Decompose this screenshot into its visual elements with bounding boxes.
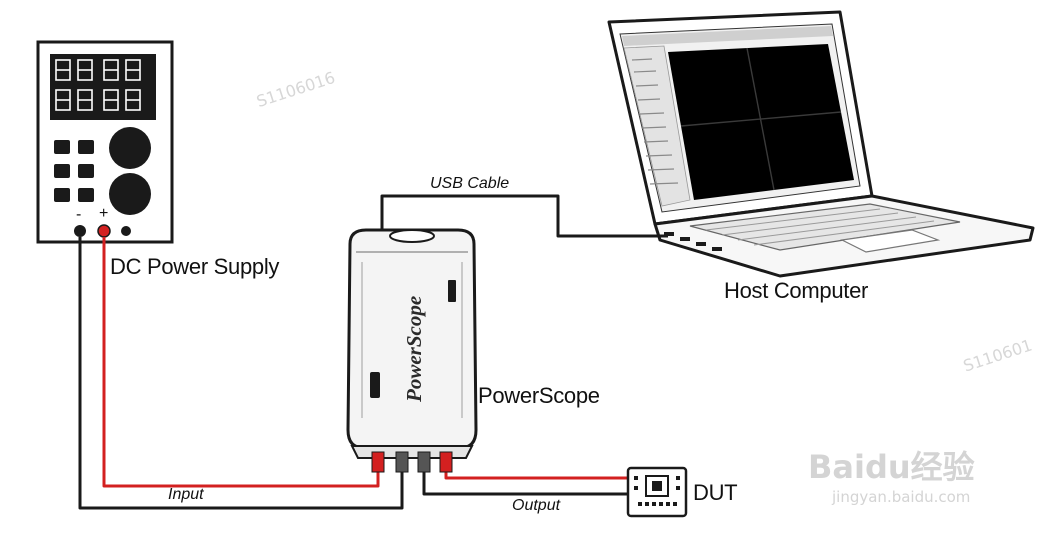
- output-negative-wire: [422, 470, 628, 496]
- software-toolbar: [622, 26, 833, 46]
- display-digits: [55, 59, 141, 111]
- powerscope-logo-mark: [370, 372, 380, 398]
- output-positive-wire: [444, 470, 628, 480]
- wires: [78, 194, 668, 510]
- input-negative-connector: [395, 451, 409, 473]
- powerscope-bottom: [350, 445, 474, 459]
- powerscope-label: PowerScope: [478, 383, 600, 408]
- laptop-trackpad: [840, 229, 941, 253]
- laptop-ports: [664, 232, 722, 251]
- dut-chip-core: [652, 481, 662, 491]
- input-positive-connector: [371, 451, 385, 473]
- terminal-ground: [121, 226, 131, 236]
- baidu-url-watermark: jingyan.baidu.com: [832, 488, 971, 506]
- terminal-minus-label: -: [76, 206, 82, 223]
- keyboard-rows: [705, 208, 935, 246]
- input-label: Input: [168, 486, 204, 503]
- dut-board: [626, 466, 688, 518]
- baidu-logo-watermark: Baidu经验: [808, 448, 975, 486]
- usb-cable: [380, 194, 668, 238]
- power-supply-knob-bottom: [109, 173, 151, 215]
- output-negative-connector: [417, 451, 431, 473]
- power-supply-label: DC Power Supply: [110, 254, 280, 279]
- scope-grid-h: [680, 111, 842, 127]
- terminal-negative: [74, 225, 86, 237]
- powerscope-usb-port: [389, 229, 435, 243]
- host-computer: [607, 10, 1035, 278]
- powerscope-device: PowerScope: [346, 228, 478, 473]
- host-computer-label: Host Computer: [724, 278, 869, 303]
- usb-cable-label: USB Cable: [430, 175, 510, 192]
- power-supply-knob-top: [109, 127, 151, 169]
- laptop-keyboard: [689, 203, 961, 251]
- output-label: Output: [512, 497, 561, 514]
- dut-pins: [634, 476, 680, 506]
- powerscope-brand: PowerScope: [402, 296, 426, 403]
- power-supply-display: [50, 54, 156, 120]
- input-positive-wire: [102, 237, 380, 488]
- terminal-plus-label: +: [99, 205, 109, 222]
- terminal-positive: [97, 224, 111, 238]
- side-panel-lines: [631, 58, 679, 185]
- dut-label: DUT: [693, 480, 738, 505]
- power-supply-buttons: [54, 140, 94, 202]
- powerscope-side-badge: [448, 280, 456, 302]
- output-positive-connector: [439, 451, 453, 473]
- laptop-front-edge: [659, 239, 781, 277]
- input-negative-wire: [78, 237, 404, 510]
- powerscope-connectors: [371, 451, 453, 473]
